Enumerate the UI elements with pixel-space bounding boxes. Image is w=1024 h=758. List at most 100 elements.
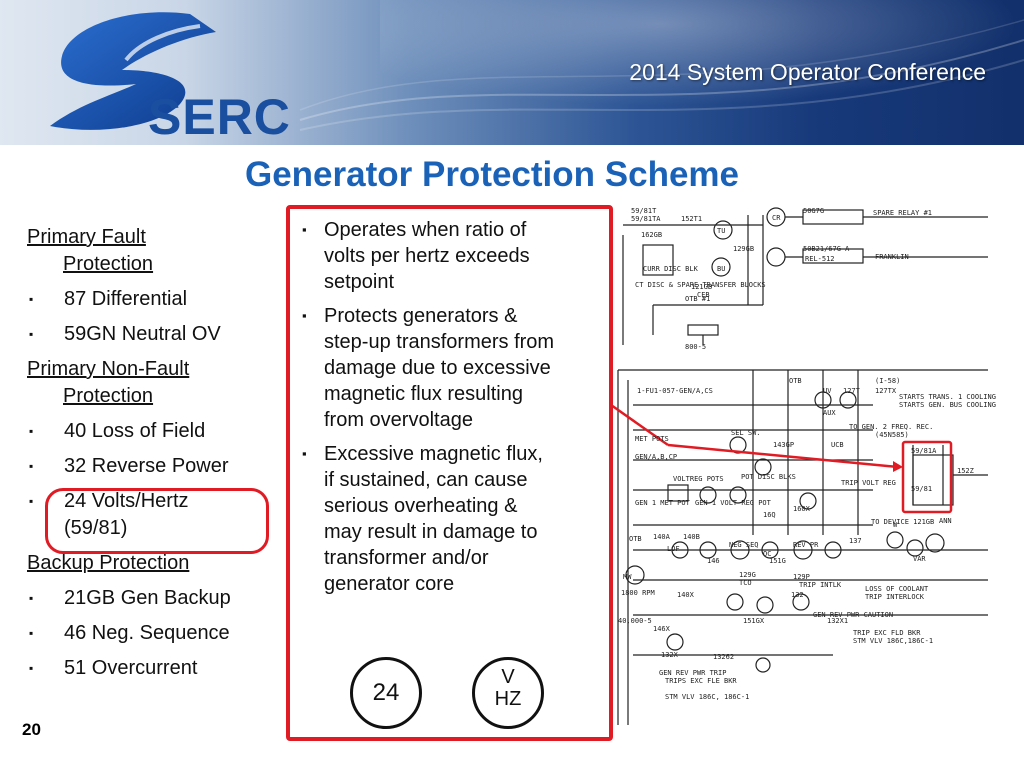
schematic-label: 129GB [733,245,755,253]
heading-primary-fault: Primary Fault Protection [27,224,287,278]
line: damage due to excessive [324,357,551,379]
schematic-label: 152T1 [681,215,703,223]
bullet-icon: ▪ [29,327,34,341]
device-24-label: 24 [372,679,400,706]
vhz-symbol-hz: HZ [494,688,522,710]
schematic-label: OTB #1 [685,295,711,303]
line: volts per hertz exceeds [324,245,530,267]
schematic-label: (45N585) [875,431,909,439]
schematic-label: 50B21/67G-A [803,245,850,253]
bullet-icon: ▪ [29,292,34,306]
schematic-label: GEN 1 MET POT [635,499,690,507]
schematic-label: 59/81 [911,485,933,493]
line: serious overheating & [324,495,518,517]
schematic-label: LOSS OF COOLANT [865,585,929,593]
list-item: ▪87 Differential [27,286,287,313]
line: transformer and/or [324,547,489,569]
vhz-symbol-v: V [501,666,515,688]
list-item: ▪ 40 Loss of Field [27,418,287,445]
bullet-icon: ▪ [302,222,307,237]
line: magnetic flux resulting [324,383,523,405]
schematic-label: CR [772,214,781,222]
schematic-label: 146 [707,557,720,565]
schematic-label: 151G [769,557,786,565]
schematic-label: TRIP INTLK [799,581,842,589]
line: Excessive magnetic flux, [324,443,543,465]
schematic-label: W [893,521,898,529]
list-item-text: 21GB Gen Backup [64,587,231,609]
schematic-label: REV PR [793,541,819,549]
device-24-symbol: 24 [350,657,422,729]
schematic-label: 140B [683,533,700,541]
schematic-label: FRANKLIN [875,253,909,261]
schematic-label: ANN [939,517,952,525]
protection-categories-list: Primary Fault Protection ▪87 Differentia… [27,224,287,682]
schematic-label: 121GB [691,283,713,291]
line: generator core [324,573,455,595]
schematic-label: GEN REV PWR CAUTION [813,611,894,619]
schematic-label: 127TX [875,387,897,395]
schematic-label: AUX [823,409,836,417]
schematic-label: GEN REV PWR TRIP [659,669,727,677]
list-item-text: (59/81) [64,517,128,539]
description-bullet: ▪ Excessive magnetic flux, if sustained,… [300,441,605,597]
schematic-label: 162GB [641,231,663,239]
schematic-wiring [610,207,988,725]
schematic-label: 140X [677,591,694,599]
serc-logo-text: SERC [148,89,291,145]
schematic-label: STARTS TRANS. 1 COOLING [899,393,996,401]
line: Protects generators & [324,305,518,327]
schematic-label: STARTS GEN. BUS COOLING [899,401,996,409]
description-bullet: ▪ Operates when ratio of volts per hertz… [300,217,605,295]
schematic-label: 146X [653,625,670,633]
heading-primary-fault-line1: Primary Fault [27,226,146,248]
schematic-label: SEL SW. [731,429,761,437]
bullet-icon: ▪ [302,446,307,461]
schematic-label: NEG SEQ [729,541,759,549]
schematic-label: 129G [739,571,756,579]
heading-primary-nonfault-line1: Primary Non-Fault [27,358,190,380]
bullet-icon: ▪ [29,424,34,438]
schematic-label: GEN 1 VOLT REG POT [695,499,771,507]
vhz-symbol: V HZ [472,657,544,729]
banner-shine [380,0,1024,120]
schematic-label: 137 [849,537,862,545]
list-item: ▪32 Reverse Power [27,453,287,480]
schematic-label: 40,000-5 [618,617,652,625]
schematic-label: UCB [831,441,844,449]
bullet-icon: ▪ [29,494,34,508]
schematic-label: POT DISC BLKS [741,473,796,481]
schematic-label: 132X [661,651,678,659]
serc-swoosh-icon [50,12,216,130]
description-bullet: ▪ Protects generators & step-up transfor… [300,303,605,433]
schematic-label: 59/81T [631,207,657,215]
schematic-label: TO DEVICE 121GB [871,518,935,526]
schematic-label: 132 [791,591,804,599]
line: from overvoltage [324,409,473,431]
list-item-volts-hertz: ▪24 Volts/Hertz(59/81) [27,488,287,542]
heading-primary-fault-line2: Protection [63,253,154,275]
schematic-label: TRIP EXC FLD BKR [853,629,921,637]
heading-primary-nonfault-line2: Protection [63,385,154,407]
list-item-text: 40 Loss of Field [64,420,206,442]
schematic-label: 143GP [773,441,795,449]
conference-title: 2014 System Operator Conference [629,59,986,85]
schematic-label: (I-58) [875,377,901,385]
schematic-label: CT DISC & SPARE TRANSFER BLOCKS [635,281,766,289]
schematic-label: TRIPS EXC FLE BKR [665,677,737,685]
schematic-label: 59/81A [911,447,937,455]
bullet-icon: ▪ [29,661,34,675]
header-banner: SERC 2014 System Operator Conference [0,0,1024,145]
schematic-label: LOF [667,545,680,553]
list-item-text: 59GN Neutral OV [64,323,221,345]
heading-primary-nonfault: Primary Non-Fault Protection [27,356,287,410]
schematic-label: OTB [629,535,642,543]
schematic-label: TRIP INTERLOCK [865,593,925,601]
list-item-text: 32 Reverse Power [64,455,229,477]
line: may result in damage to [324,521,538,543]
page-number: 20 [22,720,41,739]
schematic-label: GEN/A,B,CP [635,453,678,461]
schematic-label: 127T [843,387,860,395]
schematic-label: TO GEN. 2 FREQ. REC. [849,423,934,431]
